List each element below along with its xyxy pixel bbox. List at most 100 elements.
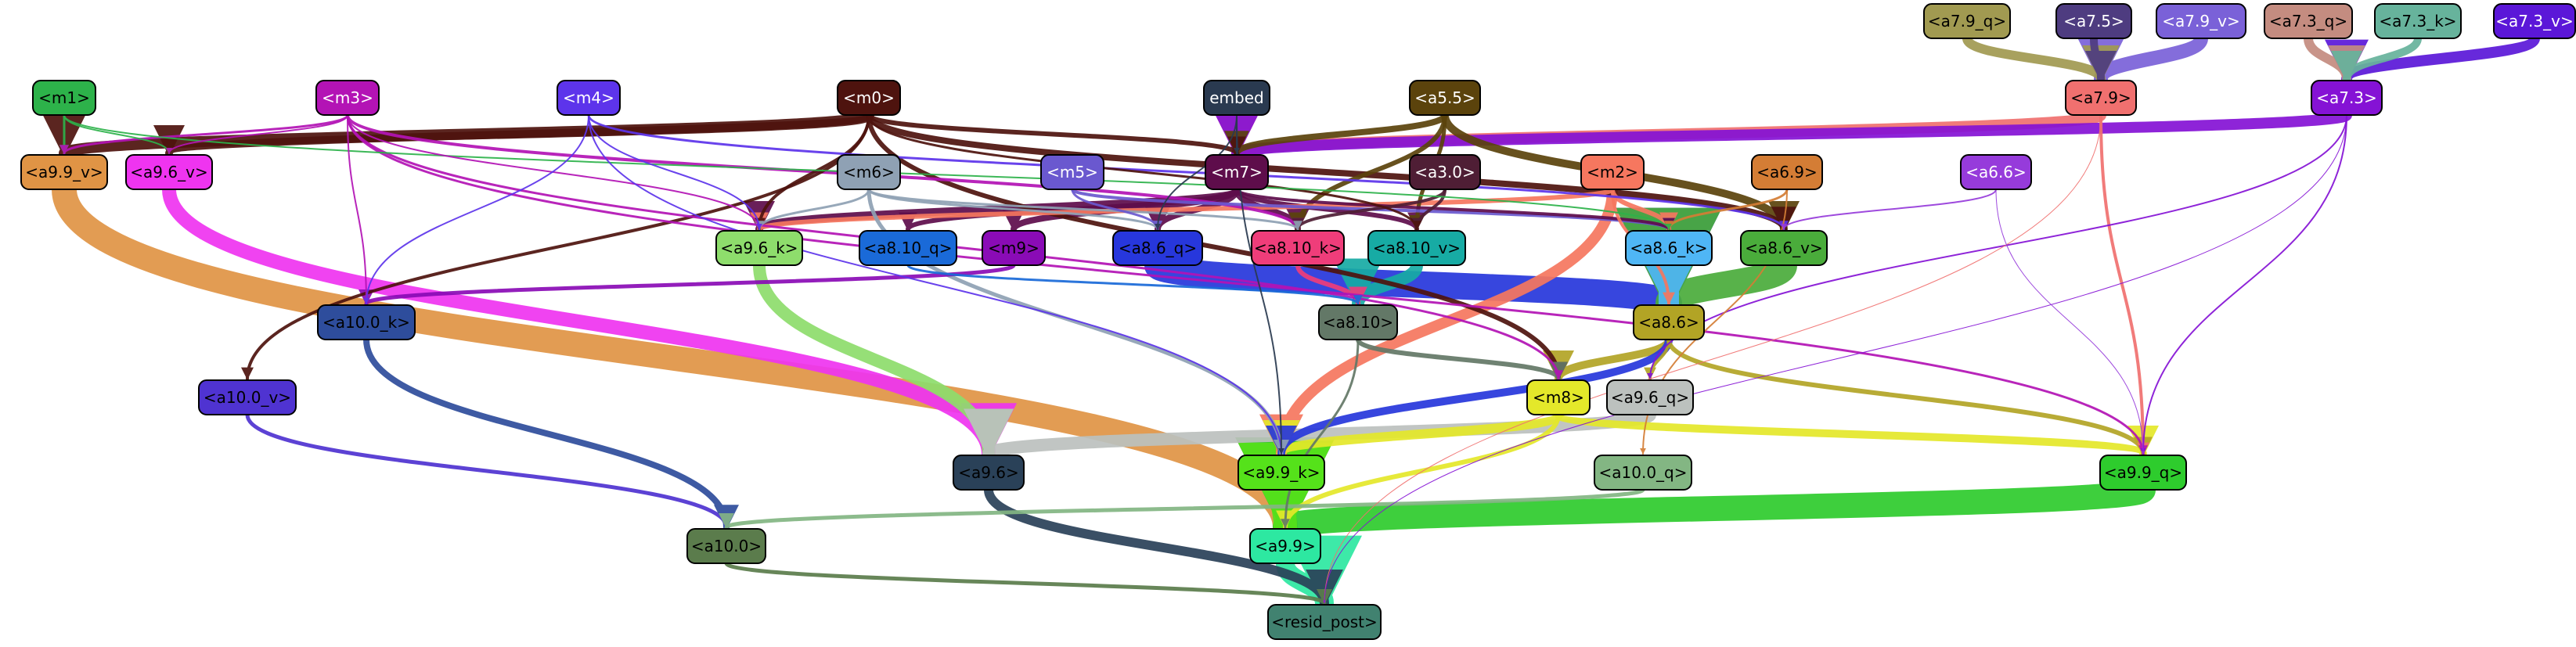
edge-a7_9_q-to-a7_9 (1962, 34, 2120, 84)
node-box (1267, 604, 1382, 640)
node-a5-5[interactable]: <a5.5> (1409, 80, 1481, 116)
node-m1[interactable]: <m1> (32, 80, 96, 116)
node-box (198, 379, 297, 415)
node-label: <a7.9> (2070, 88, 2131, 107)
node-box (1409, 154, 1481, 190)
node-a8-10-k[interactable]: <a8.10_k> (1251, 230, 1345, 266)
node-box (1409, 80, 1481, 116)
node-a8-6-q[interactable]: <a8.6_q> (1112, 230, 1203, 266)
edge-a7_3-to-resid_post (1323, 114, 2347, 604)
node-m9[interactable]: <m9> (982, 230, 1046, 266)
edge-m4-to-a9_9_k (588, 114, 1284, 455)
node-a7-3-q[interactable]: <a7.3_q> (2264, 3, 2353, 39)
node-box (20, 154, 108, 190)
node-box (317, 304, 416, 340)
node-a10-0-q[interactable]: <a10.0_q> (1594, 455, 1692, 491)
edge-a7_3_q-to-a7_3 (2304, 34, 2365, 84)
edge-m2-to-a9_9_k (1259, 184, 1618, 459)
node-label: <m1> (38, 88, 90, 107)
node-label: <m4> (563, 88, 614, 107)
node-label: <a9.6_q> (1611, 388, 1689, 407)
node-a7-9[interactable]: <a7.9> (2065, 80, 2137, 116)
node-label: <a6.9> (1756, 163, 1818, 182)
edge-a5_5-to-m7 (1224, 112, 1448, 156)
node-m0[interactable]: <m0> (837, 80, 901, 116)
node-box (2264, 3, 2353, 39)
node-m7[interactable]: <m7> (1205, 154, 1269, 190)
edge-a8_10-to-a9_9 (1281, 338, 1360, 529)
node-a9-6-k[interactable]: <a9.6_k> (715, 230, 803, 266)
node-label: <m9> (988, 239, 1039, 257)
node-embed[interactable]: embed (1203, 80, 1270, 116)
node-label: <a7.9_v> (2162, 12, 2239, 31)
edge-m0-to-a8_6_v (866, 112, 1796, 232)
node-a8-6-k[interactable]: <a8.6_k> (1625, 230, 1713, 266)
node-a7-3-k[interactable]: <a7.3_k> (2374, 3, 2462, 39)
edge-embed-to-a8_6_q (1155, 114, 1238, 230)
node-label: embed (1209, 88, 1263, 107)
node-box (125, 154, 213, 190)
node-a9-9[interactable]: <a9.9> (1249, 528, 1321, 564)
node-box (953, 455, 1025, 491)
node-a9-9-q[interactable]: <a9.9_q> (2099, 455, 2187, 491)
node-a9-9-v[interactable]: <a9.9_v> (20, 154, 108, 190)
node-a10-0-v[interactable]: <a10.0_v> (198, 379, 297, 415)
node-resid-post[interactable]: <resid_post> (1267, 604, 1382, 640)
node-m2[interactable]: <m2> (1580, 154, 1645, 190)
node-label: <a7.3_q> (2269, 12, 2347, 31)
node-a9-6-v[interactable]: <a9.6_v> (125, 154, 213, 190)
node-a10-0[interactable]: <a10.0> (686, 528, 766, 564)
nodes-layer: <a7.9_q> <a7.5> <a7.9_v> <a7.3_q> <a7.3_k> <a… (20, 3, 2576, 640)
node-label: <a9.9_v> (25, 163, 103, 182)
node-box (2099, 455, 2187, 491)
edge-a8_6-to-a9_9_k (1266, 336, 1673, 458)
edge-m3-to-a9_6_v (166, 114, 348, 154)
node-label: <a9.6_k> (720, 239, 798, 257)
node-a6-6[interactable]: <a6.6> (1960, 154, 2032, 190)
edge-a7_3_k-to-a7_3 (2331, 34, 2422, 83)
node-box (1751, 154, 1823, 190)
node-label: <a8.6_v> (1745, 239, 1822, 257)
node-label: <m8> (1533, 388, 1584, 407)
node-m5[interactable]: <m5> (1040, 154, 1104, 190)
node-label: <a10.0> (691, 537, 762, 555)
node-a3-0[interactable]: <a3.0> (1409, 154, 1481, 190)
node-a7-3[interactable]: <a7.3> (2311, 80, 2383, 116)
node-box (1633, 304, 1705, 340)
node-a10-0-k[interactable]: <a10.0_k> (317, 304, 416, 340)
node-a8-10[interactable]: <a8.10> (1318, 304, 1398, 340)
node-a7-9-v[interactable]: <a7.9_v> (2156, 3, 2246, 39)
node-a9-6[interactable]: <a9.6> (953, 455, 1025, 491)
edge-m2-to-a9_6_k (750, 187, 1615, 232)
node-a7-5[interactable]: <a7.5> (2055, 3, 2132, 39)
node-a7-3-v[interactable]: <a7.3_v> (2493, 3, 2576, 39)
node-a8-10-v[interactable]: <a8.10_v> (1367, 230, 1466, 266)
node-a9-9-k[interactable]: <a9.9_k> (1238, 455, 1325, 491)
node-a8-6-v[interactable]: <a8.6_v> (1740, 230, 1828, 266)
edge-m0-to-a9_6_k (753, 113, 870, 231)
edge-a10_0_v-to-a10_0 (245, 412, 734, 530)
edge-a7_3-to-a9_9_q (2140, 114, 2347, 455)
node-a8-10-q[interactable]: <a8.10_q> (859, 230, 957, 266)
edge-m1-to-a9_6_v (63, 114, 172, 154)
node-m4[interactable]: <m4> (557, 80, 621, 116)
node-m6[interactable]: <m6> (837, 154, 901, 190)
node-box (715, 230, 803, 266)
node-label: <a6.6> (1965, 163, 2027, 182)
edge-a8_10-to-m8 (1356, 337, 1568, 381)
edge-m0-to-a10_0_v (241, 113, 870, 380)
node-a8-6[interactable]: <a8.6> (1633, 304, 1705, 340)
node-box (859, 230, 957, 266)
edge-m7-to-a8_6_k (1235, 188, 1675, 231)
node-label: <a8.10> (1323, 313, 1393, 332)
node-a9-6-q[interactable]: <a9.6_q> (1606, 379, 1694, 415)
node-m3[interactable]: <m3> (315, 80, 380, 116)
edge-m6-to-a9_6_k (755, 188, 870, 231)
edge-a6_6-to-a9_9_q (1995, 189, 2145, 455)
edge-m0-to-a9_6_v (154, 111, 873, 157)
node-a7-9-q[interactable]: <a7.9_q> (1923, 3, 2011, 39)
node-a6-9[interactable]: <a6.9> (1751, 154, 1823, 190)
node-m8[interactable]: <m8> (1526, 379, 1591, 415)
node-label: <a7.3_k> (2379, 12, 2456, 31)
edge-a6_9-to-a8_6_k (1664, 188, 1789, 231)
